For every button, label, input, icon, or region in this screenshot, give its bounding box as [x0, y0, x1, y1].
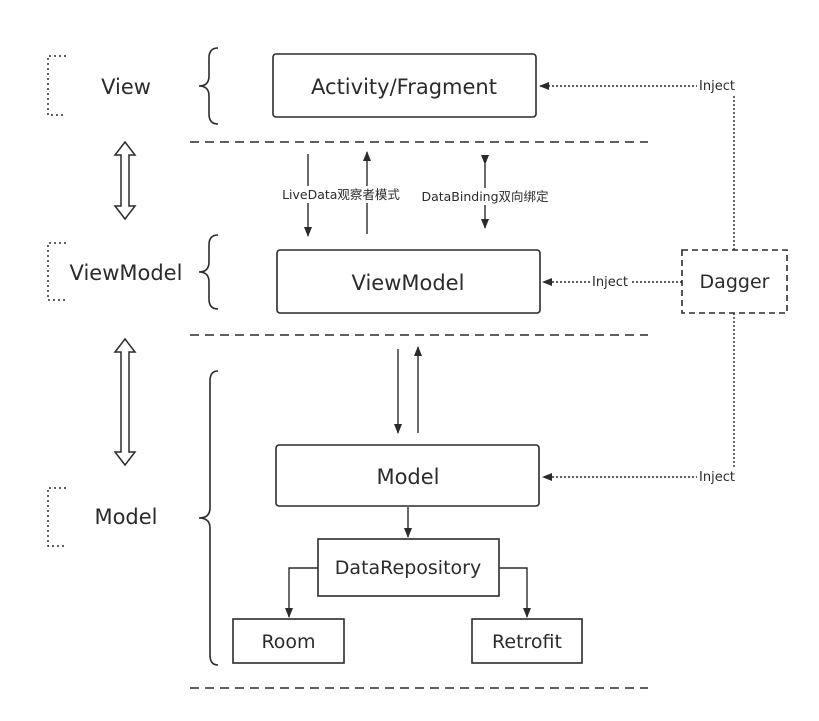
viewmodel-layer-dotted-bracket: [47, 242, 66, 301]
livedata-label: LiveData观察者模式: [282, 187, 400, 202]
dagger-label: Dagger: [700, 271, 770, 293]
retrofit-label: Retrofit: [492, 631, 562, 653]
layer-label-model: Model: [94, 505, 157, 529]
viewmodel-model-double-arrow: [113, 337, 137, 467]
activity-fragment-label: Activity/Fragment: [311, 75, 497, 99]
view-layer-dotted-bracket: [47, 55, 66, 116]
dagger-inject-model-line: [542, 313, 735, 481]
room-label: Room: [261, 631, 315, 653]
inject-view-label-bg: [697, 77, 737, 94]
model-layer-dotted-bracket: [47, 487, 66, 547]
room-box: [232, 618, 345, 664]
model-box: [275, 444, 540, 507]
retrofit-box: [471, 618, 583, 664]
inject-model-label: Inject: [699, 470, 735, 485]
inject-viewmodel-label-bg: [590, 273, 630, 290]
livedata-label-bg: [280, 186, 402, 203]
repository-to-room-arrow: [285, 567, 318, 618]
databinding-label: DataBinding双向绑定: [421, 189, 548, 204]
layer-label-viewmodel: ViewModel: [70, 261, 183, 285]
layer-label-view: View: [101, 75, 151, 99]
inject-model-label-bg: [697, 468, 737, 485]
inject-viewmodel-label: Inject: [592, 275, 628, 290]
view-layer-curly-brace: [198, 47, 219, 125]
model-layer-curly-brace: [198, 370, 219, 666]
viewmodel-layer-curly-brace: [198, 234, 219, 310]
inject-view-label: Inject: [699, 79, 735, 94]
view-viewmodel-double-arrow: [113, 140, 137, 221]
repository-to-retrofit-arrow: [499, 567, 531, 618]
viewmodel-label: ViewModel: [352, 271, 465, 295]
activity-fragment-box: [272, 53, 537, 118]
databinding-label-bg: [420, 188, 552, 205]
model-label: Model: [376, 465, 439, 489]
viewmodel-box: [276, 249, 541, 314]
data-repository-label: DataRepository: [335, 557, 481, 579]
data-repository-box: [317, 538, 500, 597]
dagger-inject-view-line: [539, 82, 735, 250]
